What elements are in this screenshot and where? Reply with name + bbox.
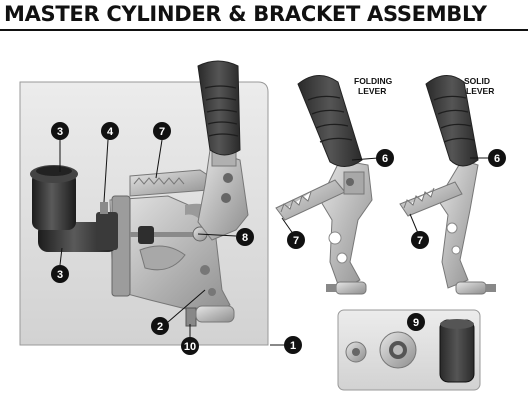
callout-9: 9 bbox=[407, 313, 425, 331]
svg-text:6: 6 bbox=[382, 153, 388, 165]
callout-6b: 6 bbox=[488, 149, 506, 167]
callout-7a: 7 bbox=[153, 122, 171, 140]
solid-lever-label-1: SOLID bbox=[464, 76, 490, 86]
callout-4: 3 bbox=[51, 122, 69, 140]
callout-6a: 6 bbox=[376, 149, 394, 167]
svg-text:7: 7 bbox=[417, 235, 423, 247]
svg-text:4: 4 bbox=[107, 126, 114, 138]
solid-lever-label-2: LEVER bbox=[466, 86, 494, 96]
callout-2: 2 bbox=[151, 317, 169, 335]
callout-1: 1 bbox=[284, 336, 302, 354]
svg-text:7: 7 bbox=[159, 126, 165, 138]
svg-text:3: 3 bbox=[57, 126, 63, 138]
callout-7b: 7 bbox=[287, 231, 305, 249]
callout-5: 4 bbox=[101, 122, 119, 140]
svg-text:1: 1 bbox=[290, 340, 296, 352]
svg-text:7: 7 bbox=[293, 235, 299, 247]
svg-text:6: 6 bbox=[494, 153, 500, 165]
folding-lever-label-1: FOLDING bbox=[354, 76, 393, 86]
callout-7c: 7 bbox=[411, 231, 429, 249]
svg-text:9: 9 bbox=[413, 317, 419, 329]
svg-text:3: 3 bbox=[57, 269, 63, 281]
svg-text:10: 10 bbox=[184, 341, 196, 353]
svg-text:8: 8 bbox=[242, 232, 248, 244]
svg-text:2: 2 bbox=[157, 321, 163, 333]
folding-lever-label-2: LEVER bbox=[358, 86, 386, 96]
callout-8: 8 bbox=[236, 228, 254, 246]
callout-10: 10 bbox=[181, 337, 199, 355]
callout-3: 3 bbox=[51, 265, 69, 283]
